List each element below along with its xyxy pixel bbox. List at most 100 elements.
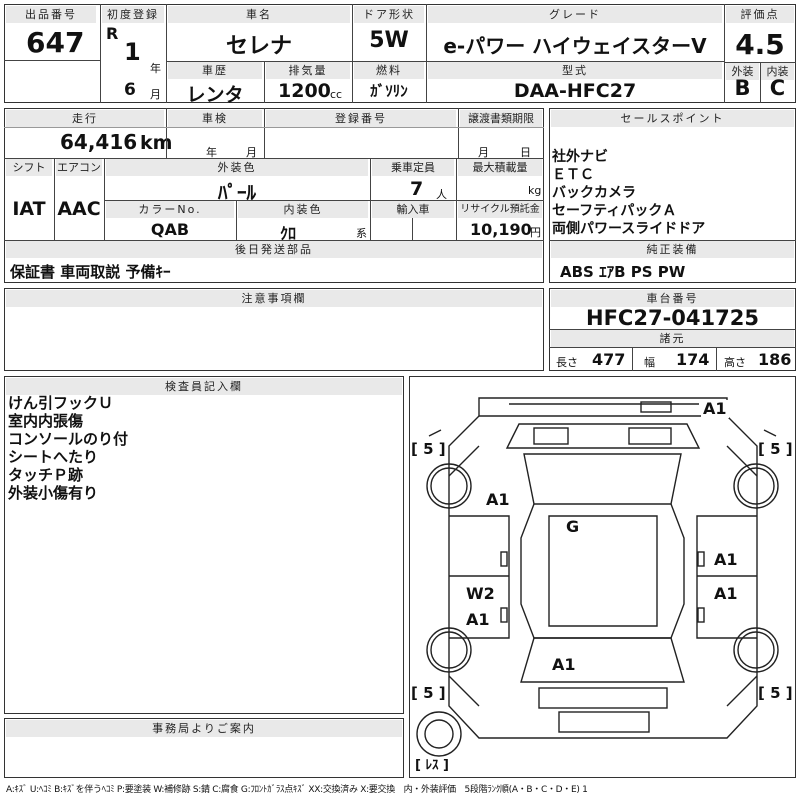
tire-rank-rear-left: [ 5 ] [411,684,446,702]
sales-label: セールスポイント [551,110,794,127]
interior-label: 内装 [761,63,794,80]
capacity-value: 7 [410,178,424,200]
transfer-label: 譲渡書類期限 [460,110,542,127]
inspector-note: 室内内張傷 [8,412,84,430]
transfer-month: 月 [478,146,489,159]
transfer-day: 日 [520,146,531,159]
height-label: 高さ [724,356,746,369]
sales-item: バックカメラ [552,185,636,201]
interior-grade: C [769,76,786,100]
exterior-label: 外装 [726,63,759,80]
damage-mark: W2 [464,584,497,603]
chassis-label: 車台番号 [551,290,794,307]
width-value: 174 [676,350,710,369]
mileage-value: 64,416 [60,130,138,154]
era-value: R [106,24,119,43]
car-diagram [416,397,779,757]
inspection-label: 車検 [168,110,262,127]
displacement-label: 排気量 [266,62,350,79]
door-value: 5W [369,28,409,53]
tire-rank-front-right: [ 5 ] [758,440,793,458]
color-label: 外装色 [106,159,368,176]
grade-value: e-パワー ハイウェイスターV [443,34,707,58]
inspector-note: コンソールのり付 [8,430,129,448]
capacity-unit: 人 [436,188,447,201]
height-value: 186 [758,350,792,369]
model-value: DAA-HFC27 [513,80,637,102]
displacement-unit: cc [330,88,343,101]
car-name: セレナ [225,34,292,59]
tire-rank-rear-right: [ 5 ] [758,684,793,702]
inspector-notes: けん引フックＵ 室内内張傷 コンソールのり付 シートへたり タッチＰ跡 外装小傷… [8,394,128,502]
caution-block [4,288,544,371]
top-header-block [4,4,796,103]
car-diagram-block [409,376,796,778]
damage-mark: A1 [712,550,740,569]
inspector-note: 外装小傷有り [8,484,99,502]
inspection-year: 年 [206,146,217,159]
damage-mark: A1 [550,655,578,674]
first-reg-label: 初度登録 [102,6,164,23]
lot-label: 出品番号 [6,6,96,23]
fuel-value: ｶﾞｿﾘﾝ [370,82,408,100]
later-value: 保証書 車両取説 予備ｷｰ [10,263,171,281]
capacity-label: 乗車定員 [372,159,454,176]
color-value: ﾊﾟｰﾙ [217,182,256,204]
recycle-unit: 円 [530,226,541,239]
shift-value: IAT [12,198,46,220]
specs-label: 諸元 [551,330,794,347]
damage-mark: A1 [712,584,740,603]
inspector-label: 検査員記入欄 [6,378,402,395]
length-label: 長さ [556,356,578,369]
length-value: 477 [592,350,626,369]
sales-item: 社外ナビ [552,149,608,165]
door-label: ドア形状 [354,6,424,23]
ac-label: エアコン [56,159,102,176]
month-unit: 月 [150,88,161,101]
interior-color-value: ｸﾛ [280,224,297,243]
month-value: 6 [124,80,136,100]
recycle-label: リサイクル預託金 [458,201,542,218]
lot-value: 647 [26,26,85,59]
office-block [4,718,404,778]
shift-label: シフト [6,159,52,176]
recycle-value: 10,190 [470,220,532,239]
damage-mark: A1 [701,399,729,418]
car-name-label: 車名 [168,6,350,23]
mileage-label: 走行 [6,110,164,127]
sales-item: ＥＴＣ [552,167,594,183]
later-label: 後日発送部品 [6,241,542,258]
inspector-note: けん引フックＵ [8,394,114,412]
year-unit: 年 [150,62,161,75]
color-no-label: カラーNo. [106,201,234,218]
fuel-label: 燃料 [354,62,424,79]
load-label: 最大積載量 [458,159,542,176]
equipment-value: ABS ｴｱB PS PW [560,263,686,281]
chassis-value: HFC27-041725 [586,306,759,330]
import-label: 輸入車 [372,201,454,218]
model-label: 型式 [428,62,722,79]
caution-label: 注意事項欄 [6,290,542,307]
history-value: レンタ [186,84,244,106]
ac-value: AAC [57,198,101,220]
displacement-value: 1200 [278,80,331,102]
interior-color-label: 内装色 [238,201,368,218]
damage-mark: A1 [484,490,512,509]
spare-tire-status: [ ﾚｽ ] [415,758,449,773]
inspection-month: 月 [246,146,257,159]
year-value: 1 [124,38,141,66]
inspector-note: シートへたり [8,448,99,466]
damage-mark: A1 [464,610,492,629]
interior-color-unit: 系 [356,227,367,240]
legend-text: A:ｷｽﾞ U:ﾍｺﾐ B:ｷｽﾞを伴うﾍｺﾐ P:要塗装 W:補修跡 S:錆 … [6,785,588,795]
color-no-value: QAB [150,220,190,239]
score-value: 4.5 [735,28,785,61]
sales-block [549,108,796,283]
score-label: 評価点 [726,6,794,23]
inspector-block [4,376,404,714]
exterior-grade: B [734,76,751,100]
inspector-note: タッチＰ跡 [8,466,84,484]
grade-label: グレード [428,6,722,23]
width-label: 幅 [644,356,655,369]
tire-rank-front-left: [ 5 ] [411,440,446,458]
